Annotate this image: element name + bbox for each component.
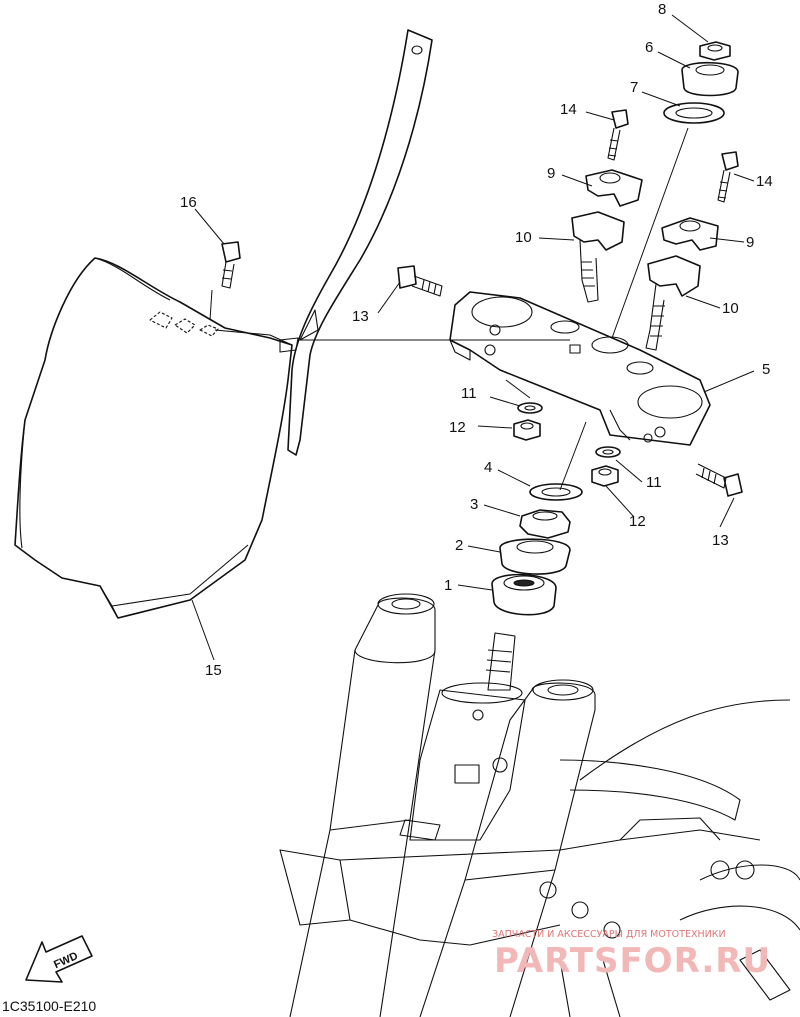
bolt-part-13-right — [695, 463, 743, 497]
bolt-part-16 — [221, 241, 241, 289]
handlebar-holder-lower-left — [571, 211, 625, 303]
callout-11-right: 11 — [646, 474, 662, 491]
callout-9-left: 9 — [547, 165, 555, 182]
washer-part-11-right — [595, 446, 621, 458]
callout-15: 15 — [205, 662, 222, 679]
nut-part-8 — [699, 41, 731, 61]
number-plate-strap — [279, 29, 433, 456]
callout-labels: 8 6 7 14 14 9 9 10 10 16 13 13 5 11 11 1… — [180, 1, 773, 679]
washer-part-7 — [663, 102, 725, 124]
callout-5: 5 — [762, 361, 770, 378]
handlebar-holder-lower-right — [645, 255, 701, 351]
bearing-part-1 — [491, 573, 557, 616]
callout-14-right: 14 — [756, 173, 773, 190]
callout-13-right: 13 — [712, 532, 729, 549]
watermark-tagline: ЗАПЧАСТИ И АКСЕССУАРЫ ДЛЯ МОТОТЕХНИКИ — [492, 929, 726, 940]
callout-3: 3 — [470, 496, 478, 513]
washer-part-4 — [529, 483, 583, 501]
callout-10-left: 10 — [515, 229, 532, 246]
callout-8: 8 — [658, 1, 666, 18]
handlebar-holder-upper-right — [661, 217, 719, 251]
bolt-part-14-right — [717, 151, 739, 203]
washer-part-6 — [681, 61, 739, 97]
bearing-cover-part-2 — [499, 538, 571, 575]
callout-6: 6 — [645, 39, 653, 56]
callout-7: 7 — [630, 79, 638, 96]
nut-part-12-right — [591, 465, 619, 487]
watermark-brand: PARTSFOR.RU — [494, 941, 771, 981]
ring-nut-part-3 — [519, 509, 571, 539]
callout-14-left: 14 — [560, 101, 577, 118]
callout-12-left: 12 — [449, 419, 466, 436]
upper-bracket-part-5 — [449, 291, 711, 446]
bolt-part-14-left — [607, 109, 629, 161]
callout-4: 4 — [484, 459, 492, 476]
assembly-guide-lines — [209, 127, 689, 491]
washer-part-11-left — [517, 402, 543, 414]
callout-16: 16 — [180, 194, 197, 211]
fork-tubes-and-frame — [279, 593, 800, 1017]
callout-13-left: 13 — [352, 308, 369, 325]
callout-10-right: 10 — [722, 300, 739, 317]
callout-2: 2 — [455, 537, 463, 554]
callout-11-left: 11 — [461, 385, 477, 402]
number-plate-part-15 — [14, 257, 293, 619]
callout-leaders — [191, 14, 755, 661]
fwd-arrow-icon: FWD — [25, 935, 93, 983]
callout-9-right: 9 — [746, 234, 754, 251]
watermark: ЗАПЧАСТИ И АКСЕССУАРЫ ДЛЯ МОТОТЕХНИКИ PA… — [492, 929, 771, 981]
handlebar-holder-upper-left — [585, 169, 643, 207]
bolt-part-13-left — [397, 265, 443, 297]
callout-1: 1 — [444, 577, 452, 594]
nut-part-12-left — [513, 419, 541, 441]
diagram-code: 1C35100-E210 — [2, 998, 96, 1014]
callout-12-right: 12 — [629, 513, 646, 530]
